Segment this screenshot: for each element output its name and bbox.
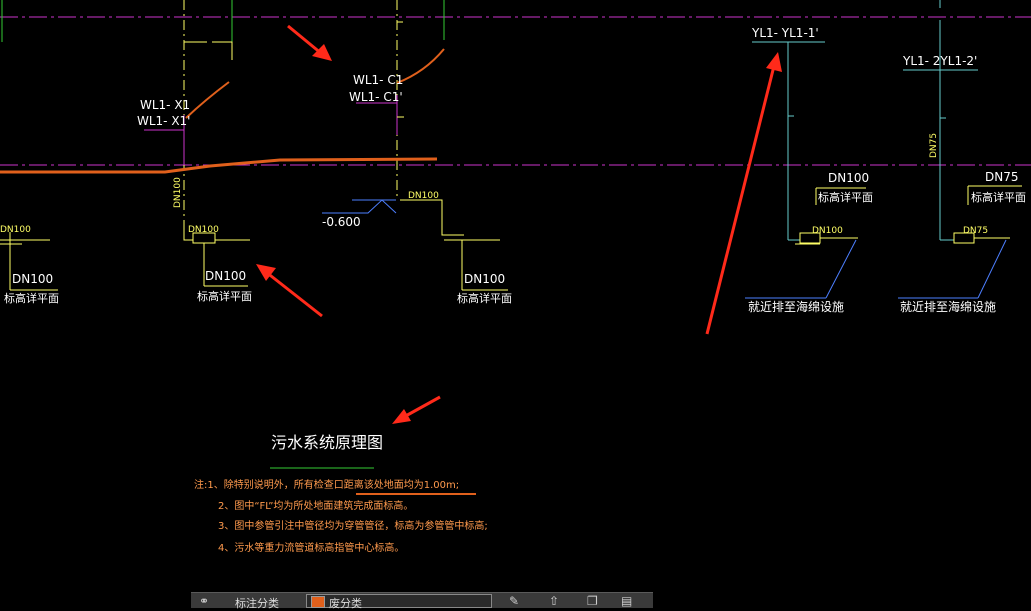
elevation-symbol <box>322 199 397 214</box>
red-arrow-4 <box>705 52 782 335</box>
layer-name: 废分类 <box>329 597 362 610</box>
red-arrow-2 <box>256 264 323 318</box>
upload-icon[interactable]: ⇧ <box>549 594 560 608</box>
label-wl1-c1-bottom: WL1- C1' <box>349 90 403 104</box>
note-standard-height: 标高详平面 <box>197 289 252 303</box>
link-icon[interactable]: ⚭ <box>199 594 210 608</box>
label-dn100-small: DN100 <box>408 191 439 201</box>
note-drain-to-sponge: 就近排至海绵设施 <box>748 299 844 314</box>
label-dn100-small: DN100 <box>0 225 31 235</box>
floor-drain-x1 <box>183 230 193 241</box>
label-dn75-vertical: DN75 <box>929 133 939 158</box>
label-dn75: DN75 <box>985 170 1019 184</box>
label-dn100-small: DN100 <box>812 226 843 236</box>
label-yl1-1: YL1- YL1-1' <box>751 26 819 40</box>
annotation-category-label[interactable]: 标注分类 <box>235 597 279 610</box>
note-standard-height: 标高详平面 <box>971 190 1026 204</box>
note-drain-to-sponge: 就近排至海绵设施 <box>900 299 996 314</box>
blue-leader <box>977 239 1007 299</box>
label-wl1-x1-bottom: WL1- X1' <box>137 114 190 128</box>
note-standard-height: 标高详平面 <box>4 291 59 305</box>
label-dn100: DN100 <box>12 272 53 286</box>
note-line-1: 注:1、除特别说明外，所有检查口距离该处地面均为1.00m; <box>194 478 459 491</box>
red-arrow-1 <box>287 24 332 61</box>
copy-icon[interactable]: ❐ <box>587 594 598 608</box>
orange-main-pipe <box>0 157 438 174</box>
bottom-toolbar: ⚭ 标注分类 废分类 ✎ ⇧ ❐ ▤ <box>191 592 653 611</box>
label-wl1-x1-top: WL1- X1 <box>140 98 190 112</box>
label-dn100-small: DN100 <box>188 225 219 235</box>
pipe-fitting <box>212 41 233 60</box>
note-standard-height: 标高详平面 <box>457 291 512 305</box>
label-dn100: DN100 <box>828 171 869 185</box>
label-wl1-c1-top: WL1- C1 <box>353 73 403 87</box>
save-icon[interactable]: ▤ <box>621 594 633 608</box>
note-line-3: 3、图中参管引注中管径均为穿管管径，标高为参管管中标高; <box>218 519 488 532</box>
note-line-4: 4、污水等重力流管道标高指管中心标高。 <box>218 541 404 554</box>
layer-color-swatch <box>311 596 325 608</box>
label-dn100: DN100 <box>205 269 246 283</box>
note-line-2: 2、图中“FL”均为所处地面建筑完成面标高。 <box>218 499 413 512</box>
orange-branch-x1 <box>185 81 230 119</box>
note-standard-height: 标高详平面 <box>818 190 873 204</box>
label-dn100: DN100 <box>464 272 505 286</box>
branch-pipe-right <box>400 199 464 236</box>
label-elevation: -0.600 <box>322 215 361 229</box>
layer-dropdown[interactable]: 废分类 <box>306 594 492 611</box>
layer-dropdown-value: 废分类 <box>311 595 362 611</box>
edit-icon[interactable]: ✎ <box>509 594 520 608</box>
blue-leader <box>825 239 857 299</box>
label-yl1-2: YL1- 2YL1-2' <box>902 54 977 68</box>
red-arrow-3 <box>392 395 441 424</box>
drawing-title: 污水系统原理图 <box>271 433 383 452</box>
label-dn75-small: DN75 <box>963 226 988 236</box>
orange-branch-c1 <box>396 48 445 84</box>
label-dn100-vertical: DN100 <box>173 177 183 208</box>
